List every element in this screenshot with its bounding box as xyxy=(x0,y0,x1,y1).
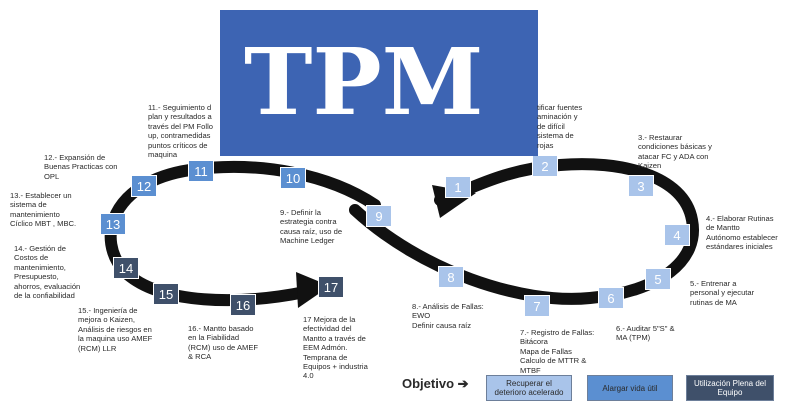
label-step-6: 6.- Auditar 5"S" & MA (TPM) xyxy=(616,324,675,343)
label-step-5: 5.- Entrenar a personal y ejecutar rutin… xyxy=(690,279,755,307)
step-4-box: 4 xyxy=(664,224,690,246)
label-step-2: tificar fuentes aminación y de difícil s… xyxy=(537,103,583,150)
legend-item-recuperar: Recuperar el deterioro acelerado xyxy=(486,375,572,401)
label-step-9: 9.- Definir la estrategia contra causa r… xyxy=(280,208,343,246)
step-8-box: 8 xyxy=(438,266,464,288)
step-11-box: 11 xyxy=(188,160,214,182)
logo-text: TPM xyxy=(244,28,483,136)
arrow-head-left xyxy=(296,272,330,308)
step-3-box: 3 xyxy=(628,175,654,197)
step-15-box: 15 xyxy=(153,283,179,305)
step-13-box: 13 xyxy=(100,213,126,235)
label-step-13: 13.- Establecer un sistema de mantenimie… xyxy=(10,191,77,229)
legend-item-alargar: Alargar vida útil xyxy=(587,375,673,401)
label-step-16: 16.- Mantto basado en la Fiabilidad (RCM… xyxy=(188,324,259,362)
step-6-box: 6 xyxy=(598,287,624,309)
label-step-15: 15.- Ingeniería de mejora o Kaizen, Anál… xyxy=(78,306,153,353)
step-10-box: 10 xyxy=(280,167,306,189)
label-step-12: 12.- Expansión de Buenas Practicas con O… xyxy=(44,153,118,181)
label-step-3: 3.- Restaurar condiciones básicas y atac… xyxy=(638,133,712,171)
step-5-box: 5 xyxy=(645,268,671,290)
step-7-box: 7 xyxy=(524,295,550,317)
label-step-14: 14.- Gestión de Costos de mantenimiento,… xyxy=(14,244,81,301)
arrow-right-icon: ➔ xyxy=(457,376,469,391)
legend-title: Objetivo ➔ xyxy=(402,376,469,391)
step-12-box: 12 xyxy=(131,175,157,197)
step-2-box: 2 xyxy=(532,155,558,177)
label-step-11: 11.- Seguimiento d plan y resultados a t… xyxy=(148,103,213,160)
label-step-4: 4.- Elaborar Rutinas de Mantto Autónomo … xyxy=(706,214,778,252)
label-step-7: 7.- Registro de Fallas: Bitácora Mapa de… xyxy=(520,328,595,375)
step-14-box: 14 xyxy=(113,257,139,279)
label-step-17: 17 Mejora de la efectividad del Mantto a… xyxy=(303,315,368,381)
tpm-logo-lettering: TPM xyxy=(244,28,483,136)
loop-right-lobe xyxy=(349,158,699,305)
tpm-logo: TPM xyxy=(220,10,538,156)
legend-item-utilizacion: Utilización Plena del Equipo xyxy=(686,375,774,401)
step-9-box: 9 xyxy=(366,205,392,227)
label-step-8: 8.- Análisis de Fallas: EWO Definir caus… xyxy=(412,302,484,330)
step-17-box: 17 xyxy=(318,276,344,298)
step-1-box: 1 xyxy=(445,176,471,198)
step-16-box: 16 xyxy=(230,294,256,316)
